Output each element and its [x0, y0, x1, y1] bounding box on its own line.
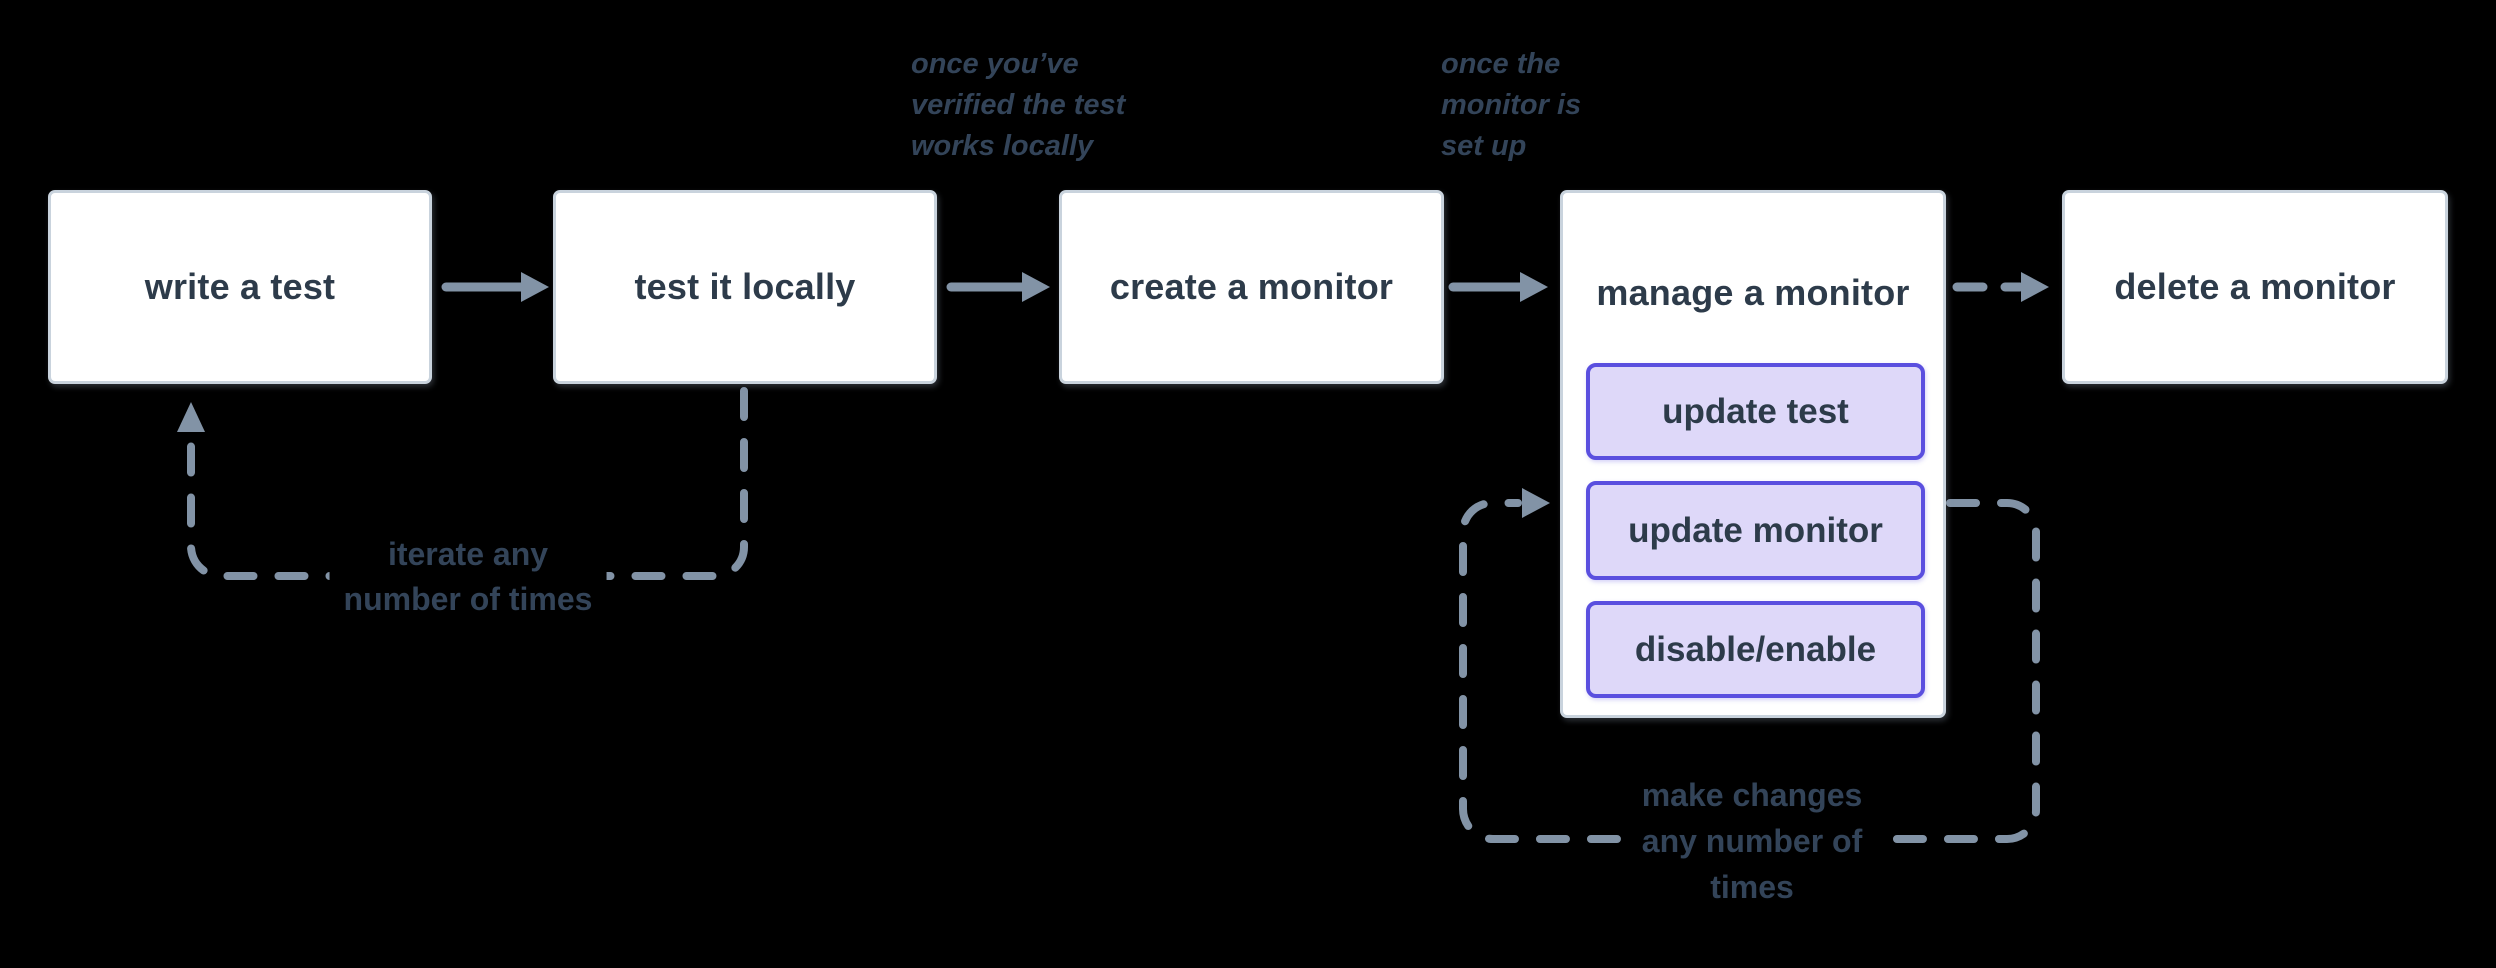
loop-label-make-changes: make changes any number of times — [1627, 772, 1877, 910]
node-write-test-label: write a test — [144, 266, 336, 307]
arrow-test-to-create — [946, 272, 1050, 302]
arrow-head — [1022, 272, 1050, 302]
iterate-loop-path — [187, 387, 748, 580]
node-delete-monitor: delete a monitor — [2062, 190, 2448, 384]
subnode-update-monitor-label: update monitor — [1628, 510, 1883, 550]
arrow-head — [1520, 272, 1548, 302]
arrow-manage-to-delete — [1952, 272, 2049, 302]
node-create-monitor-label: create a monitor — [1109, 266, 1394, 307]
node-create-monitor: create a monitor — [1059, 190, 1444, 384]
arrow-head-right — [1522, 488, 1550, 518]
node-manage-monitor-title: manage a monitor — [1563, 248, 1943, 338]
subnode-update-test-label: update test — [1662, 391, 1849, 431]
node-write-test: write a test — [48, 190, 432, 384]
subnode-disable-enable-label: disable/enable — [1634, 629, 1877, 669]
arrow-head — [521, 272, 549, 302]
subnode-update-monitor: update monitor — [1586, 481, 1925, 580]
arrow-create-to-manage — [1448, 272, 1548, 302]
loop-label-iterate: iterate any number of times — [329, 532, 607, 622]
annotation-once-verified: once you’ve verified the test works loca… — [911, 48, 1126, 162]
node-test-locally: test it locally — [553, 190, 937, 384]
arrow-head-up — [177, 402, 205, 432]
iterate-loop — [177, 387, 748, 580]
node-delete-monitor-label: delete a monitor — [2114, 266, 2396, 307]
subnode-disable-enable: disable/enable — [1586, 601, 1925, 698]
node-manage-monitor: manage a monitor update test update moni… — [1560, 190, 1946, 718]
node-manage-monitor-label: manage a monitor — [1596, 272, 1910, 313]
arrow-write-to-test — [441, 272, 549, 302]
subnode-update-test: update test — [1586, 363, 1925, 460]
arrow-head — [2021, 272, 2049, 302]
node-test-locally-label: test it locally — [634, 266, 856, 307]
annotation-once-set-up: once the monitor is set up — [1441, 48, 1582, 162]
